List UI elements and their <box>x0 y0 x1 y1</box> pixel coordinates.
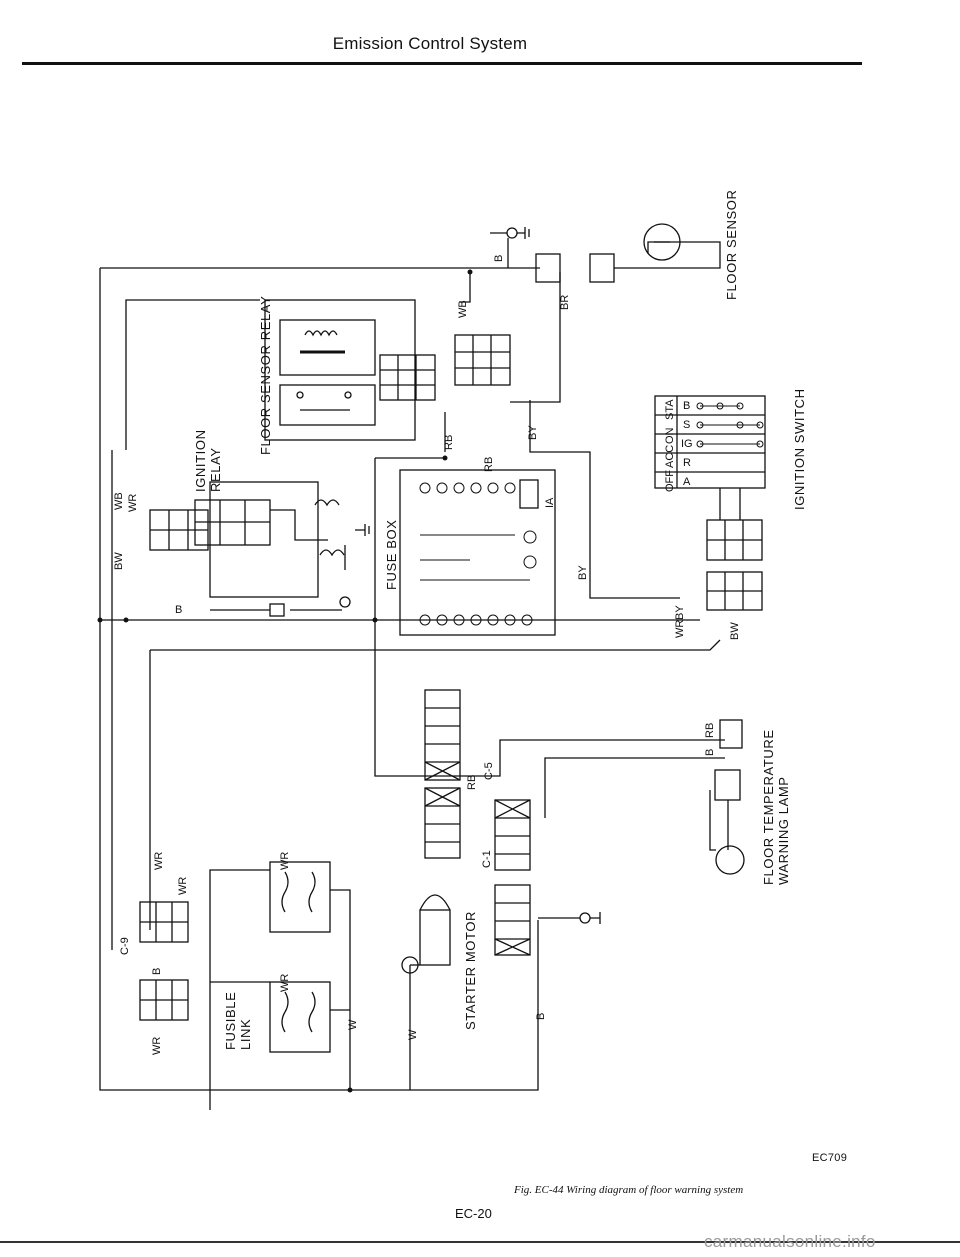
fuse-box-label: FUSE BOX <box>384 519 399 590</box>
fusible-link-lower <box>269 981 331 1053</box>
warning-lamp <box>715 845 745 875</box>
wire-label-rb-lamp: RB <box>704 723 716 738</box>
starter-motor-label: STARTER MOTOR <box>463 911 478 1030</box>
wire-label-b-relay: B <box>175 604 182 616</box>
figure-caption: Fig. EC-44 Wiring diagram of floor warni… <box>514 1184 744 1196</box>
wire-label-wb-left: WB <box>113 492 125 510</box>
wire-lower-horizontal <box>150 639 721 651</box>
wire-label-wb-top: WB <box>457 300 469 318</box>
wire-floor-sensor-br <box>510 272 561 403</box>
wire-label-wr-lower: WR <box>151 1037 163 1055</box>
connector-c9-label: C-9 <box>119 937 131 955</box>
header-rule <box>22 62 862 65</box>
wire-left-bus <box>99 268 539 1091</box>
fusible-link-label: FUSIBLELINK <box>223 992 253 1050</box>
switch-position-acc: ACC <box>664 445 676 468</box>
wire-label-by-fuse: BY <box>577 565 589 580</box>
switch-terminal-b: B <box>683 400 690 412</box>
switch-position-off: OFF <box>664 470 676 492</box>
wire-label-rb-fuse: RB <box>443 435 455 450</box>
fuse-box <box>399 469 556 636</box>
wire-wr-fusible <box>209 869 270 1110</box>
starter-motor <box>419 909 451 966</box>
page-title: Emission Control System <box>332 34 528 53</box>
wire-label-by-switch: BY <box>674 605 686 620</box>
wire-wb-top <box>460 272 471 303</box>
relay-connector-b <box>454 334 511 386</box>
connector-c5-upper <box>424 689 461 781</box>
wire-label-bw-switch: BW <box>729 622 741 640</box>
figure-code: EC709 <box>812 1152 848 1164</box>
floor-sensor-relay-label: FLOOR SENSOR RELAY <box>258 296 273 455</box>
wire-label-rb-relay: RB <box>483 457 495 472</box>
switch-position-on: ON <box>664 427 676 444</box>
wire-c1-right <box>544 757 725 818</box>
fusible-link-upper <box>269 861 331 933</box>
floor-sensor-element <box>643 223 681 261</box>
wire-label-w-fusible: W <box>347 1019 359 1030</box>
wire-label-rb-c5: RB <box>466 775 478 790</box>
floor-sensor-ground <box>506 227 518 239</box>
switch-position-sta: STA <box>664 399 676 420</box>
connector-c5-lower <box>424 787 461 859</box>
connector-c1-lower <box>494 884 531 956</box>
relay-connector-a <box>379 354 436 401</box>
wire-wb-relay <box>125 299 260 450</box>
switch-terminal-s: S <box>683 419 690 431</box>
watermark-text: carmanualsonline.info <box>704 1232 876 1251</box>
wire-label-wr-fusible-lower: WR <box>279 974 291 992</box>
wire-label-wr-c9b: WR <box>177 877 189 895</box>
wire-label-w-starter: W <box>407 1029 419 1040</box>
wire-label-br: BR <box>559 295 571 310</box>
page-number: EC-20 <box>455 1206 492 1221</box>
wire-label-b-ground: B <box>535 1013 547 1020</box>
wire-label-bw-left: BW <box>113 552 125 570</box>
ignition-switch-label: IGNITION SWITCH <box>792 388 807 510</box>
ignition-relay-label: IGNITIONRELAY <box>193 429 223 492</box>
switch-terminal-r: R <box>683 457 691 469</box>
wire-label-wr-fusible-upper: WR <box>279 852 291 870</box>
footer-rule <box>0 1241 960 1243</box>
switch-terminal-ig: IG <box>681 438 693 450</box>
wire-label-wr-c9a: WR <box>153 852 165 870</box>
ignition-switch-grid <box>654 395 766 489</box>
floor-temp-lamp-label: FLOOR TEMPERATUREWARNING LAMP <box>761 729 791 885</box>
wire-label-b-lamp: B <box>704 749 716 756</box>
wire-by-down <box>529 400 680 599</box>
wire-label-wr-switch: WR <box>674 620 686 638</box>
wire-fuse-left <box>374 458 725 777</box>
connector-c1-label: C-1 <box>481 850 493 868</box>
switch-terminal-a: A <box>683 476 691 488</box>
connector-c5-label: C-5 <box>483 762 495 780</box>
wire-label-by-top: BY <box>527 425 539 440</box>
connector-c1-upper <box>494 799 531 871</box>
fuse-ia-label: IA <box>544 497 556 508</box>
wire-label-b-sensor: B <box>493 255 505 262</box>
floor-sensor-label: FLOOR SENSOR <box>724 190 739 301</box>
wire-label-b-c9: B <box>151 968 163 975</box>
wiring-diagram: FLOOR SENSOR FLOOR SENSOR RELAY IGNITION… <box>97 190 807 1110</box>
wire-label-wr-relay: WR <box>127 494 139 512</box>
